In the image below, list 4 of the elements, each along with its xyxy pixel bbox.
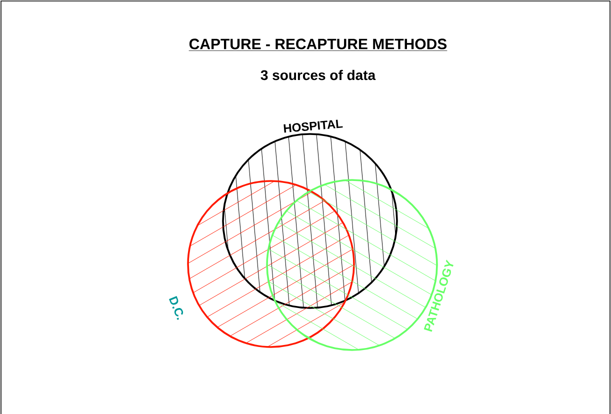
subtitle: 3 sources of data <box>260 70 376 80</box>
circle-label: HOSPITAL <box>284 120 343 133</box>
circle-label: D.C. <box>168 296 184 320</box>
title: CAPTURE - RECAPTURE METHODS <box>188 38 448 51</box>
